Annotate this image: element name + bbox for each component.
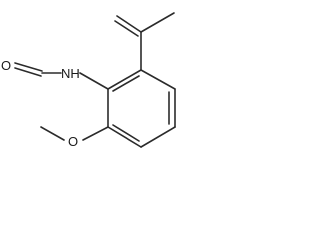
ring-bond-4 [140, 126, 176, 148]
acetyl-methyl-bond [140, 12, 175, 33]
ring-double-bond-inner-bottom [112, 124, 140, 142]
ring-double-bond-inner-top [112, 75, 140, 92]
acetyl-group [114, 12, 175, 71]
methoxy-group [40, 126, 109, 141]
acetyl-c-o-double-bond-outer [116, 15, 142, 33]
ring-to-methoxy-oxygen-bond [82, 126, 109, 141]
ring-bond-5 [107, 126, 142, 148]
benzene-ring [107, 69, 176, 148]
formyl-c-o-double-bond-inner [14, 67, 42, 77]
methoxy-oxygen-to-methyl-bond [40, 126, 65, 141]
chemical-structure-diagram: O NH O [1, 12, 176, 149]
formyl-group [14, 62, 62, 77]
formyl-c-o-double-bond-outer [14, 62, 43, 72]
nitrogen-to-ring-bond [79, 72, 109, 90]
amide-nitrogen-label: NH [61, 66, 80, 81]
ring-bond-1 [107, 69, 142, 90]
formyl-oxygen-label: O [1, 58, 11, 73]
ring-bond-2 [140, 69, 176, 90]
acetyl-c-o-double-bond-inner [114, 20, 139, 37]
methoxy-oxygen-label: O [68, 134, 78, 149]
